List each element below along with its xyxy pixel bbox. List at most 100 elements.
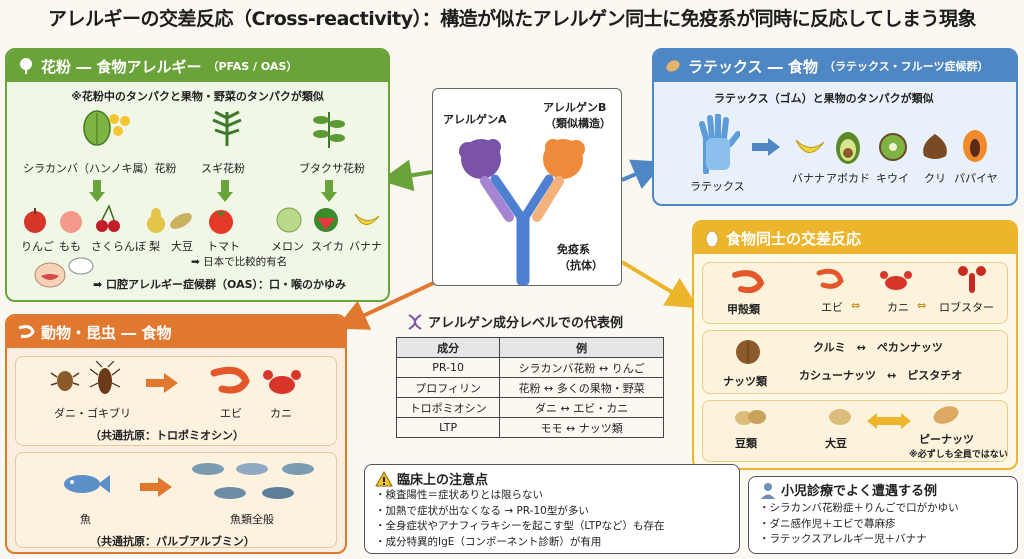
pediatric-item: ・シラカンバ花粉症＋りんごで口がかゆい <box>759 502 959 514</box>
cedar-branch-icon <box>212 110 242 146</box>
beans-peanut: ピーナッツ <box>919 433 974 446</box>
arrow-to-animal <box>335 278 441 330</box>
food-cherry: さくらんぼ <box>91 240 146 253</box>
down-arrow-icon <box>217 180 233 202</box>
food-watermelon: スイカ <box>311 240 344 253</box>
right-arrow-icon <box>752 138 780 156</box>
tree-icon <box>17 57 35 75</box>
mite-roach-label: ダニ・ゴキブリ <box>54 407 131 420</box>
peanut-icon <box>933 406 959 424</box>
source-ragweed-label: ブタクサ花粉 <box>299 162 365 175</box>
latex-panel: ラテックス ― 食物 （ラテックス・フルーツ症候群） ラテックス（ゴム）と果物の… <box>652 48 1018 206</box>
clinical-item: ・検査陽性＝症状ありとは限らない <box>375 489 543 501</box>
peach-icon <box>60 211 82 233</box>
clinical-item: ・成分特異的IgE（コンポーネント診断）が有用 <box>375 535 602 548</box>
table-header: 成分 <box>395 337 501 358</box>
lobster-icon <box>958 266 986 293</box>
nuts-line-2: カシューナッツ ↔ ピスタチオ <box>799 369 963 382</box>
food-cross-header: 食物同士の交差反応 <box>694 222 1016 254</box>
parvalbumin-row: 魚 魚類全般 （共通抗原：パルブアルブミン） <box>15 452 337 548</box>
kiwi-icon <box>879 133 907 161</box>
shrimp-icon <box>732 270 765 294</box>
fish-all-label: 魚類全般 <box>230 513 274 526</box>
apple-icon <box>24 208 46 233</box>
table-row: トロポミオシンダニ ↔ エビ・カニ <box>395 397 664 418</box>
birch-leaf-icon <box>83 110 111 146</box>
down-arrow-icon <box>89 180 105 202</box>
allergen-a-label: アレルゲンA <box>443 113 507 126</box>
soybean-icon <box>829 409 851 425</box>
latex-subtitle: ラテックス（ゴム）と果物のタンパクが類似 <box>714 92 934 105</box>
arrow-to-food <box>620 260 699 309</box>
food-tomato: トマト <box>207 240 240 253</box>
table-cell: ダニ ↔ エビ・カニ <box>499 397 664 418</box>
latex-title: ラテックス ― 食物 <box>688 57 818 76</box>
clinical-item: ・全身症状やアナフィラキシーを起こす型（LTPなど）も存在 <box>375 520 665 532</box>
latex-food-chestnut: クリ <box>924 172 946 185</box>
nuts-line-1: クルミ ↔ ペカンナッツ <box>813 341 943 354</box>
table-header-row: 成分 例 <box>395 337 664 358</box>
soybean-icon <box>170 213 192 229</box>
table-row: プロフィリン花粉 ↔ 多くの果物・野菜 <box>395 377 664 398</box>
right-arrow-icon <box>140 477 172 497</box>
pollen-panel: 花粉 ― 食物アレルギー （PFAS / OAS） ※花粉中のタンパクと果物・野… <box>5 48 390 302</box>
pediatric-item: ・ラテックスアレルギー児＋バナナ <box>759 533 927 545</box>
latex-title-note: （ラテックス・フルーツ症候群） <box>824 60 989 73</box>
mite-icon <box>50 371 80 391</box>
glove-icon <box>699 114 740 174</box>
source-birch-label: シラカンバ（ハンノキ属）花粉 <box>23 162 177 175</box>
beans-row: 豆類 大豆 ピーナッツ ※必ずしも全員ではない <box>702 400 1008 462</box>
papaya-icon <box>963 130 987 162</box>
food-peach: もも <box>59 240 81 253</box>
dna-icon <box>408 313 422 330</box>
banana-icon <box>354 213 380 225</box>
source-cedar-label: スギ花粉 <box>201 162 245 175</box>
nuts-row: ナッツ類 クルミ ↔ ペカンナッツ カシューナッツ ↔ ピスタチオ <box>702 330 1008 394</box>
pollen-title: 花粉 ― 食物アレルギー <box>41 57 202 76</box>
table-cell: プロフィリン <box>395 377 501 398</box>
table-cell: PR-10 <box>395 357 501 378</box>
beans-label: 豆類 <box>735 437 757 450</box>
antibody-box: アレルゲンA アレルゲンB （類似構造） 免疫系 （抗体） <box>432 88 622 286</box>
pollen-grains-icon <box>109 114 130 136</box>
food-banana: バナナ <box>349 240 382 253</box>
chestnut-icon <box>923 134 947 159</box>
arrow-to-latex <box>621 159 665 190</box>
food-melon: メロン <box>271 240 304 253</box>
egg-icon <box>704 229 720 247</box>
pediatric-item: ・ダニ感作児＋エビで蕁麻疹 <box>759 517 896 530</box>
shellfish-arrow-1: ⇔ <box>851 299 861 312</box>
animal-food-ebi: エビ <box>220 407 242 420</box>
shellfish-row: 甲殻類 エビ ⇔ カニ ⇔ ロブスター <box>702 262 1008 324</box>
food-apple: りんご <box>21 240 54 253</box>
latex-food-avocado: アボカド <box>826 172 870 185</box>
latex-food-banana: バナナ <box>792 172 825 185</box>
down-arrow-icon <box>321 180 337 202</box>
table-cell: LTP <box>395 417 501 438</box>
table-cell: モモ ↔ ナッツ類 <box>499 417 664 438</box>
pollen-panel-header: 花粉 ― 食物アレルギー （PFAS / OAS） <box>7 50 388 82</box>
latex-food-papaya: パパイヤ <box>954 172 998 185</box>
tomato-icon <box>209 210 233 234</box>
ragweed-icon <box>313 112 345 148</box>
double-arrow-icon <box>867 413 911 429</box>
latex-food-kiwi: キウイ <box>876 172 909 185</box>
table-header: 例 <box>499 337 664 358</box>
shrimp-icon <box>210 366 250 394</box>
table-cell: トロポミオシン <box>395 397 501 418</box>
immune-note: （抗体） <box>559 259 603 272</box>
antibody-icon <box>459 139 585 286</box>
component-title: アレルゲン成分レベルでの代表例 <box>428 316 624 331</box>
banana-icon <box>795 139 825 153</box>
shellfish-ebi: エビ <box>821 301 843 314</box>
right-arrow-icon <box>146 373 178 393</box>
pediatric-notes: 小児診療でよく遭遇する例 ・シラカンバ花粉症＋りんごで口がかゆい ・ダニ感作児＋… <box>748 476 1018 554</box>
table-cell: シラカンバ花粉 ↔ りんご <box>499 357 664 378</box>
pediatric-title: 小児診療でよく遭遇する例 <box>781 484 938 499</box>
nuts-label: ナッツ類 <box>723 375 767 388</box>
shellfish-arrow-2: ⇔ <box>917 299 927 312</box>
